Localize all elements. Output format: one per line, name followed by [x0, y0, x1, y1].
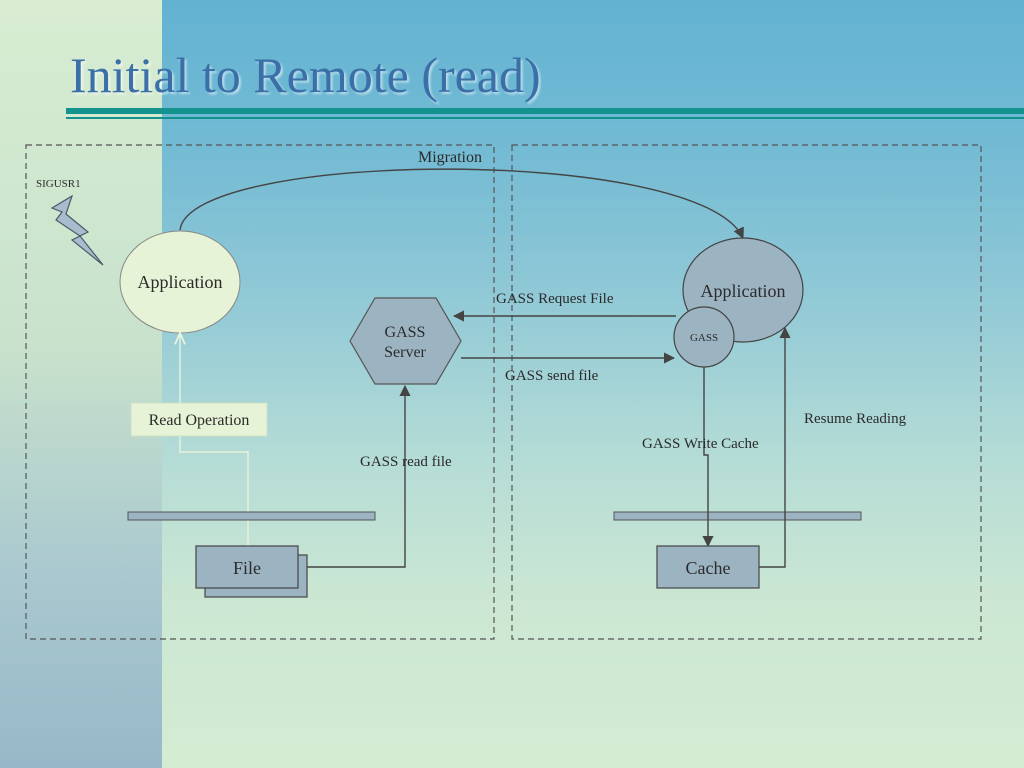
slide-title: Initial to Remote (read)	[70, 47, 541, 103]
gass-read-file-arrow	[307, 384, 411, 568]
gass-send-file-label: GASS send file	[505, 368, 599, 384]
local-host-boundary	[25, 144, 495, 640]
read-operation-box	[130, 402, 268, 437]
gass-request-file-label: GASS Request File	[496, 291, 614, 307]
gass-server-label-line1: GASS	[385, 324, 426, 341]
remote-gass-label: GASS	[690, 332, 718, 344]
sigusr1-label: SIGUSR1	[36, 178, 81, 190]
migration-label: Migration	[418, 149, 482, 166]
lightning-icon	[50, 194, 104, 266]
gass-server-label-line2: Server	[384, 344, 426, 361]
remote-application-label: Application	[701, 281, 786, 301]
gass-read-file-label: GASS read file	[360, 454, 452, 470]
file-label: File	[233, 558, 261, 578]
title-rule-thick	[66, 108, 1024, 114]
resume-reading-arrow	[759, 326, 791, 568]
local-application-label: Application	[138, 272, 223, 292]
read-operation-label: Read Operation	[149, 412, 250, 429]
resume-reading-label: Resume Reading	[804, 411, 907, 427]
left-panel-background	[0, 0, 162, 768]
gass-server-node	[349, 297, 462, 385]
remote-disk-bar	[613, 511, 862, 521]
gass-write-cache-arrow	[702, 367, 714, 548]
cache-label: Cache	[686, 558, 731, 578]
gass-write-cache-label: GASS Write Cache	[642, 436, 759, 452]
migration-arrow	[179, 168, 744, 240]
local-disk-bar	[127, 511, 376, 521]
main-panel-background	[162, 0, 1024, 768]
read-operation-line	[180, 333, 249, 546]
title-rule-thin	[66, 117, 1024, 119]
file-node	[195, 545, 299, 589]
remote-host-boundary	[511, 144, 982, 640]
